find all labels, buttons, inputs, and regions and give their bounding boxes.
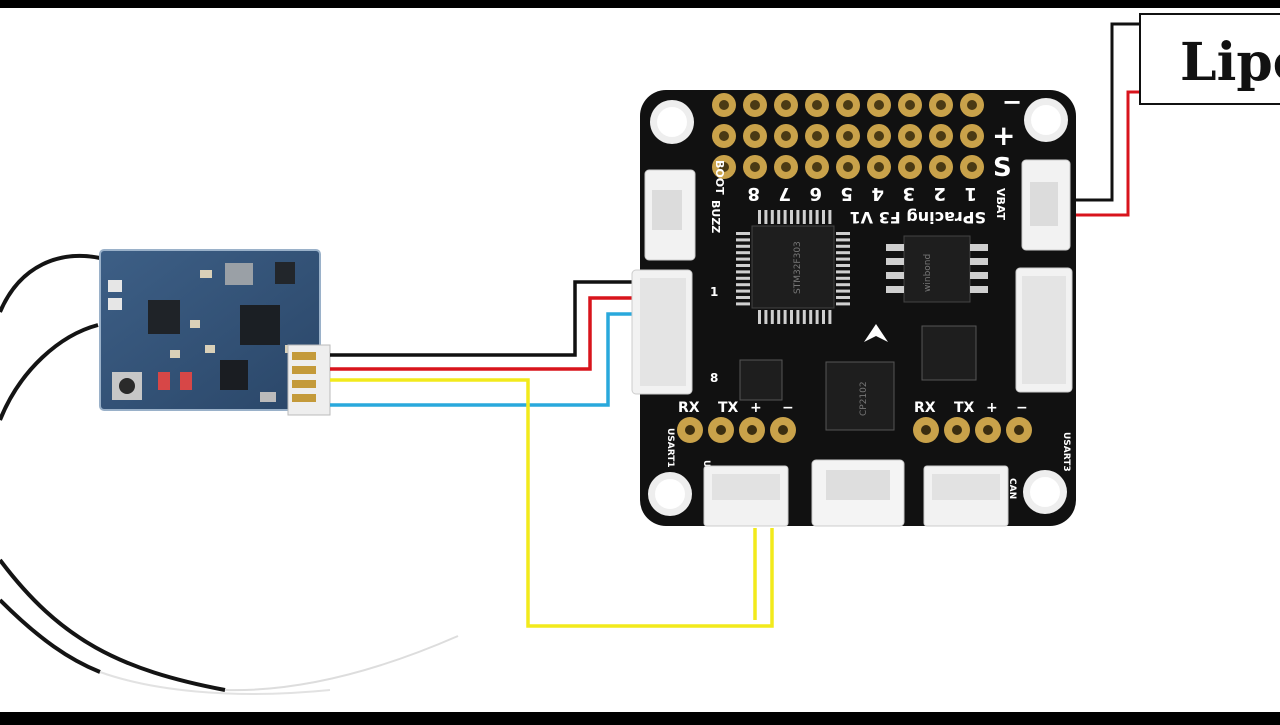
- right-side-connector: [1015, 267, 1073, 393]
- header-plus-label: +: [992, 119, 1015, 152]
- channel-number-label: 8: [747, 183, 760, 204]
- flash-chip: winbond: [903, 235, 971, 303]
- sensor-chip: [921, 325, 977, 381]
- connector-pin8-label: 8: [710, 371, 718, 385]
- channel-number-label: 6: [809, 183, 822, 204]
- mcu-marking: STM32F303: [793, 241, 803, 294]
- channel-number-label: 5: [840, 183, 853, 204]
- regulator-chip: [739, 359, 783, 401]
- uart-right-minus: −: [1016, 400, 1028, 416]
- yellow-wire-receiver: [330, 378, 774, 628]
- lipo-battery: Lipo: [1139, 13, 1280, 105]
- usb-bridge-chip: CP2102: [825, 361, 895, 431]
- usb-port: [811, 459, 905, 527]
- connector-pin1-label: 1: [710, 285, 718, 299]
- mounting-hole: [648, 472, 692, 516]
- buzzer-connector: [644, 169, 696, 261]
- receiver-board: [99, 249, 331, 416]
- black-wire-receiver: [330, 280, 640, 357]
- uart-left-rx: RX: [678, 400, 700, 416]
- usb-chip-marking: CP2102: [859, 381, 869, 416]
- board-name: SPracing F3 V1: [850, 208, 986, 227]
- battery-label: Lipo: [1180, 32, 1280, 93]
- blue-wire-receiver: [330, 312, 640, 407]
- vbat-label: VBAT: [994, 188, 1007, 221]
- uart-right-pads: [913, 417, 1032, 443]
- mcu-chip: STM32F303: [751, 225, 835, 309]
- channel-number-label: 4: [871, 183, 884, 204]
- receiver-input-connector: [631, 269, 693, 395]
- uart-left-minus: −: [782, 400, 794, 416]
- orientation-arrow: [864, 324, 888, 342]
- usart1-label: USART1: [665, 428, 675, 468]
- channel-number-label: 3: [902, 183, 915, 204]
- red-wire-receiver: [330, 296, 640, 371]
- can-connector: [923, 465, 1009, 527]
- can-label: CAN: [1007, 478, 1017, 499]
- buzz-label: BUZZ: [709, 200, 722, 233]
- mounting-hole: [650, 100, 694, 144]
- header-signal-label: S: [993, 153, 1012, 183]
- usart2-connector: [703, 465, 789, 527]
- wires: [330, 22, 1140, 628]
- vbat-connector: [1021, 159, 1071, 251]
- usart3-label: USART3: [1061, 432, 1071, 472]
- uart-left-tx: TX: [718, 400, 739, 416]
- rx-chip: [220, 360, 248, 390]
- header-minus-label: −: [1002, 88, 1022, 116]
- channel-number-label: 7: [778, 183, 791, 204]
- flash-marking: winbond: [923, 254, 933, 292]
- rx-chip: [240, 305, 280, 345]
- rx-crystal: [225, 263, 253, 285]
- uart-right-tx: TX: [954, 400, 975, 416]
- uart-right-rx: RX: [914, 400, 936, 416]
- channel-number-label: 2: [933, 183, 946, 204]
- receiver-antennas: [0, 253, 459, 695]
- uart-right-plus: +: [986, 400, 998, 416]
- uart-left-pads: [677, 417, 796, 443]
- servo-pin-header: [712, 93, 984, 179]
- mounting-hole: [1023, 470, 1067, 514]
- rx-chip: [148, 300, 180, 334]
- mounting-hole: [1024, 98, 1068, 142]
- channel-number-label: 1: [964, 183, 977, 204]
- uart-left-plus: +: [750, 400, 762, 416]
- red-wire-battery: [1060, 90, 1140, 217]
- boot-label: BOOT: [713, 160, 726, 195]
- black-wire-battery: [1060, 22, 1140, 202]
